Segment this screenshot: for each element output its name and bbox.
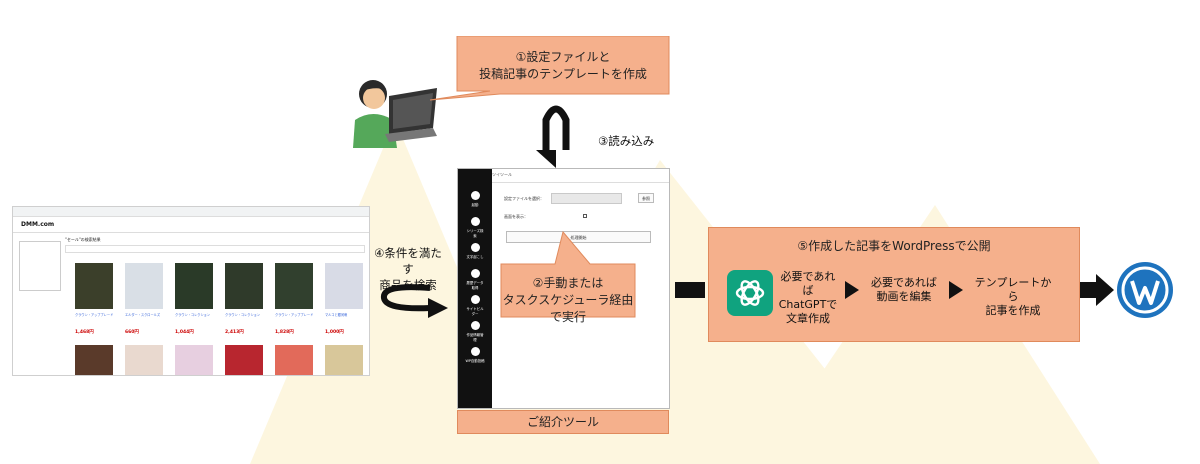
- chatgpt-line2: ChatGPTで: [778, 298, 838, 311]
- product-image: [275, 263, 313, 309]
- browser-tab-bar: [13, 207, 369, 217]
- product-title: クラウン・アップブレード: [75, 313, 114, 317]
- product-image: [175, 345, 213, 375]
- menu-item-sitebuilder[interactable]: サイトビルダー: [465, 295, 485, 317]
- product-title: クラウン・コレクション: [175, 313, 211, 317]
- to-publish-arrow-icon: [675, 282, 705, 298]
- product-title: クラウン・アップブレード: [275, 313, 314, 317]
- step2-line1: ②手動または: [532, 276, 604, 290]
- browser-navbar: DMM.com: [13, 217, 369, 233]
- product-image: [175, 263, 213, 309]
- tool-caption: ご紹介ツール: [457, 410, 669, 434]
- to-wordpress-arrow-icon: [1080, 274, 1114, 306]
- product-price: 1,044円: [175, 330, 194, 335]
- shop-search-screenshot: DMM.com "セール"の検索結果 クラウン・アップブレード エルダー・スクロ…: [12, 206, 370, 376]
- menu-label: 文字起こし: [466, 255, 484, 259]
- person-at-laptop-icon: [353, 80, 437, 148]
- menu-label: シリーズ検索: [466, 229, 484, 238]
- callout-step2-shape: [500, 230, 636, 318]
- step4-line1: ④条件を満たす: [374, 246, 442, 276]
- step2-line2: タスクスケジューラ経由で実行: [502, 293, 634, 324]
- product-image: [75, 263, 113, 309]
- product-image: [125, 263, 163, 309]
- step3-label: ③読み込み: [598, 134, 655, 148]
- chatgpt-line3: 文章作成: [786, 312, 830, 325]
- product-price: 2,413円: [225, 330, 244, 335]
- product-title: エルダー・スクロールズ: [125, 313, 161, 317]
- product-title: マルコと銀河竜: [325, 313, 348, 317]
- wordpress-logo-icon: [1117, 262, 1173, 318]
- chevron-right-icon: [949, 281, 963, 299]
- product-image: [75, 345, 113, 375]
- menu-label: 起動: [471, 203, 479, 207]
- step1-line2: 投稿記事のテンプレートを作成: [479, 67, 647, 81]
- sort-bar: [65, 245, 365, 253]
- site-logo: DMM.com: [21, 221, 55, 228]
- history-icon: [470, 269, 480, 278]
- menu-item-start[interactable]: 起動: [465, 191, 485, 213]
- works-icon: [470, 321, 480, 330]
- breadcrumb: "セール"の検索結果: [65, 237, 101, 242]
- transcribe-icon: [470, 243, 480, 252]
- product-price: 660円: [125, 330, 139, 335]
- menu-label: 履歴データ取得: [466, 281, 484, 290]
- menu-label: サイトビルダー: [466, 307, 484, 316]
- template-step: テンプレートから 記事を作成: [970, 276, 1056, 318]
- headless-checkbox[interactable]: [583, 214, 587, 218]
- template-line2: 記事を作成: [985, 304, 1041, 317]
- browse-button[interactable]: 参照: [638, 193, 654, 203]
- start-icon: [470, 191, 480, 200]
- menu-item-wp[interactable]: WP自動投稿: [465, 347, 485, 369]
- chatgpt-line1: 必要であれば: [780, 270, 836, 297]
- tool-title: ツイツール: [468, 169, 669, 183]
- callout-step2: ②手動または タスクスケジューラ経由で実行: [501, 268, 635, 324]
- product-image: [325, 345, 363, 375]
- settings-label: 設定ファイルを選択：: [504, 196, 544, 201]
- product-price: 1,828円: [275, 330, 294, 335]
- search-arrow-icon: [381, 284, 448, 318]
- callout-step1: ①設定ファイルと 投稿記事のテンプレートを作成: [457, 36, 669, 94]
- tool-sidebar: 起動 シリーズ検索 文字起こし 履歴データ取得 サイトビルダー 作品情報管理 W…: [458, 169, 492, 408]
- product-image: [325, 263, 363, 309]
- menu-label: WP自動投稿: [465, 359, 485, 363]
- menu-item-series[interactable]: シリーズ検索: [465, 217, 485, 239]
- chatgpt-step: 必要であれば ChatGPTで 文章作成: [776, 270, 840, 326]
- headless-label: 画面を表示：: [504, 214, 528, 219]
- video-step: 必要であれば 動画を編集: [868, 276, 940, 304]
- wordpress-small-icon: [470, 347, 480, 356]
- series-icon: [470, 217, 480, 226]
- product-image: [225, 263, 263, 309]
- menu-item-works[interactable]: 作品情報管理: [465, 321, 485, 343]
- read-arrow-icon: [536, 105, 570, 168]
- product-price: 1,468円: [75, 330, 94, 335]
- product-title: クラウン・コレクション: [225, 313, 261, 317]
- step1-line1: ①設定ファイルと: [515, 50, 611, 64]
- product-price: 1,000円: [325, 330, 344, 335]
- step5-title: ⑤作成した記事をWordPressで公開: [797, 239, 991, 253]
- sitebuilder-icon: [470, 295, 480, 304]
- video-line1: 必要であれば: [871, 276, 937, 289]
- menu-item-history[interactable]: 履歴データ取得: [465, 269, 485, 291]
- product-image: [275, 345, 313, 375]
- callout-step1-shape: [429, 36, 670, 101]
- product-image: [225, 345, 263, 375]
- video-line2: 動画を編集: [876, 290, 932, 303]
- menu-item-transcribe[interactable]: 文字起こし: [465, 243, 485, 265]
- chatgpt-logo-icon: [727, 270, 773, 316]
- category-sidebar: [19, 241, 61, 291]
- settings-file-field[interactable]: [551, 193, 622, 204]
- run-button[interactable]: 処理開始: [506, 231, 651, 243]
- product-image: [125, 345, 163, 375]
- chevron-right-icon: [845, 281, 859, 299]
- menu-label: 作品情報管理: [466, 333, 484, 342]
- template-line1: テンプレートから: [974, 276, 1052, 303]
